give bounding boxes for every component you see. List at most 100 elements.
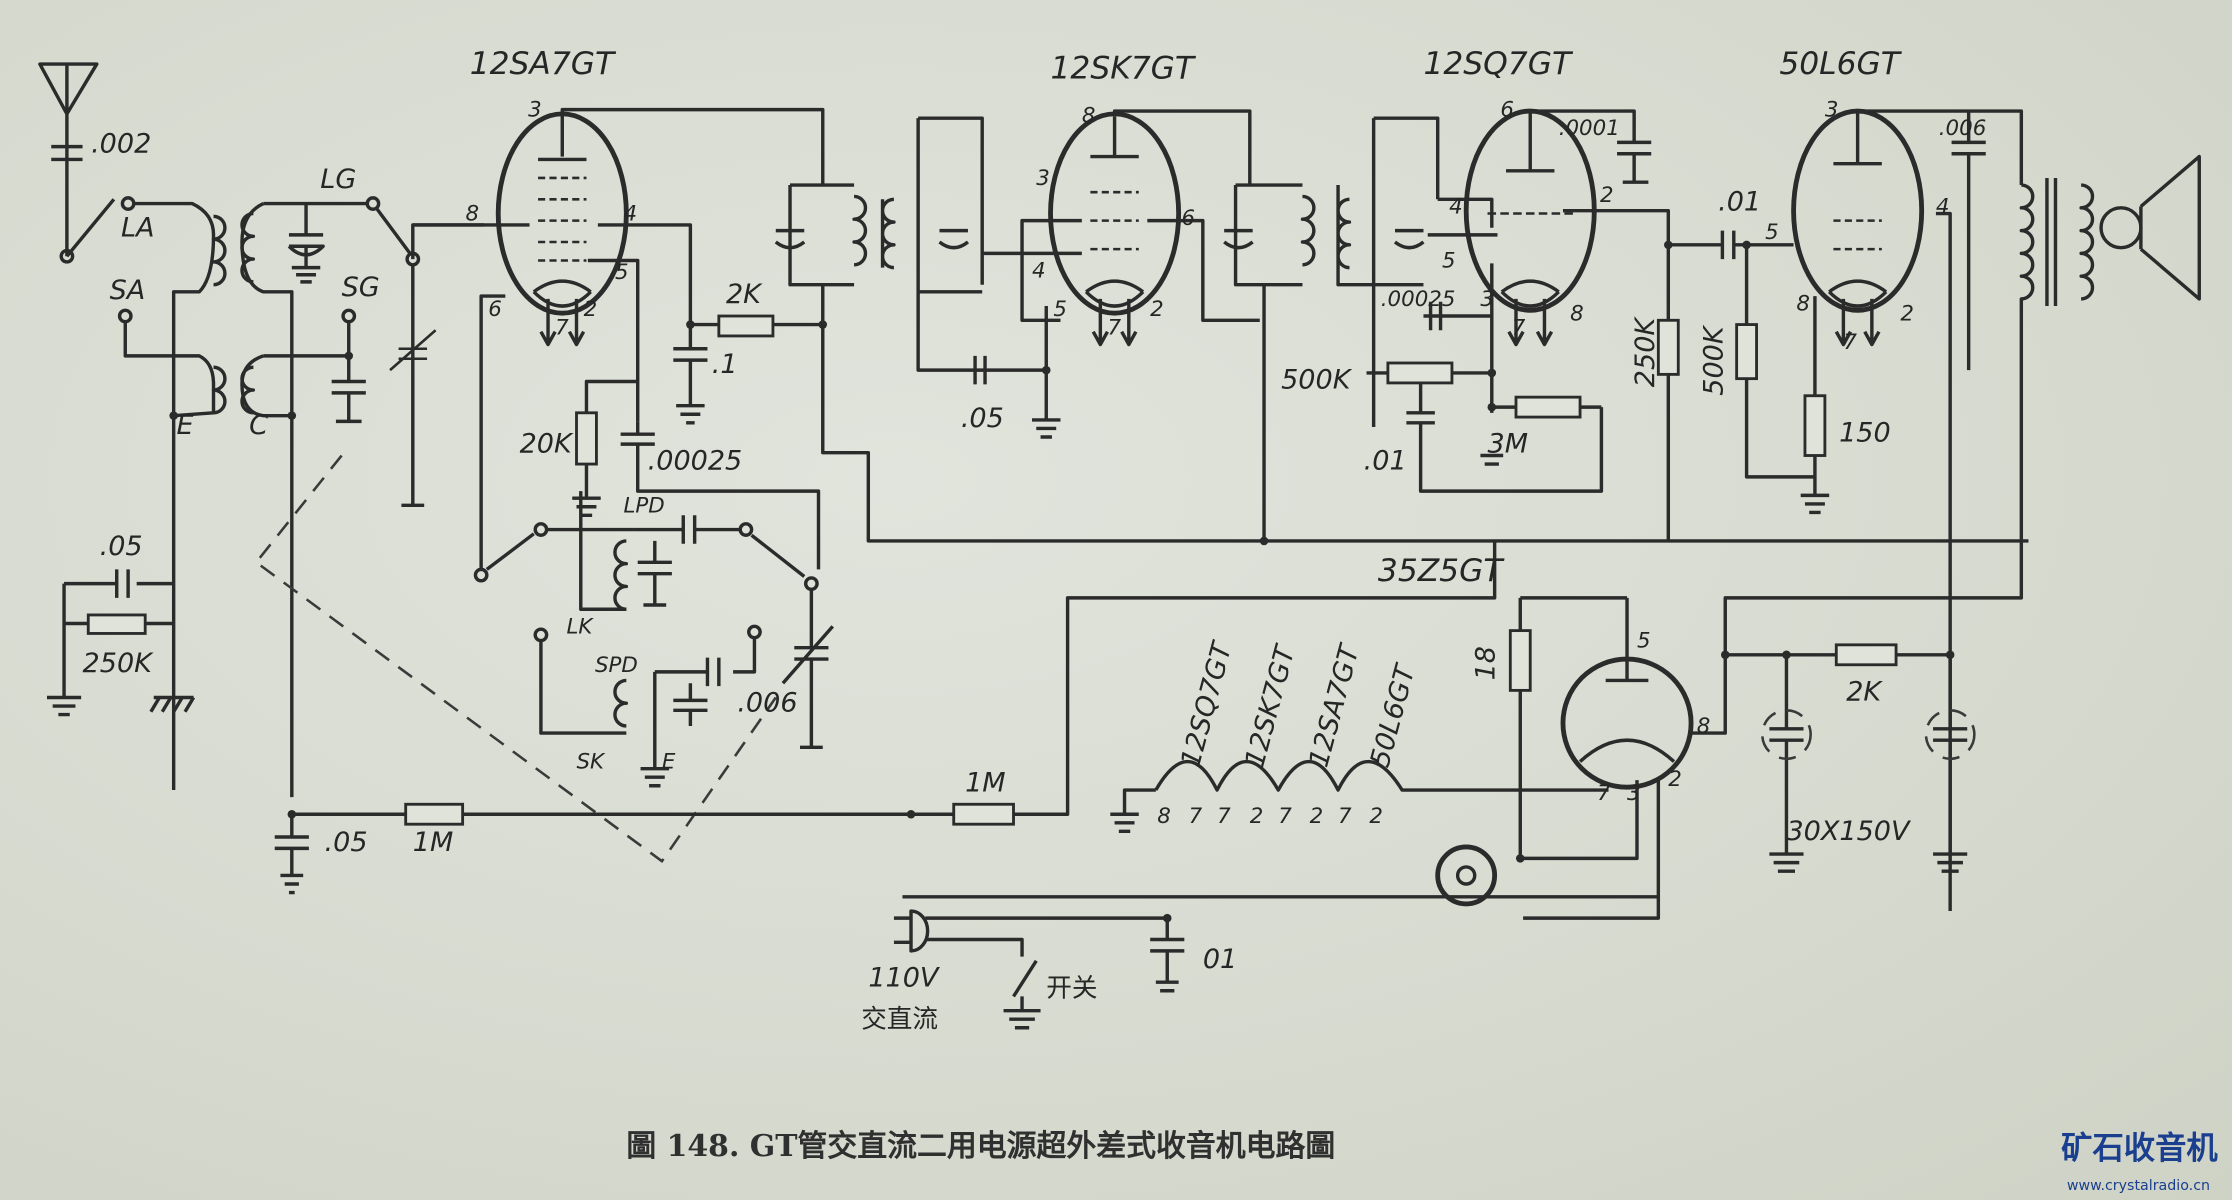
converter-tube-12sa7gt: [412, 107, 825, 570]
terminal-e-osc-label: E: [662, 750, 676, 775]
watermark-logo: 矿石收音机: [2061, 1130, 2218, 1167]
pin-label: 4: [623, 202, 637, 227]
switch-spd-label: SPD: [595, 653, 638, 678]
pin-label: 8: [1697, 714, 1711, 739]
pin-label: 7: [1107, 316, 1121, 341]
power-plug-switch: [893, 909, 1185, 1030]
tube-label-50l6gt: 50L6GT: [1779, 46, 1902, 82]
pin-label: 2: [1668, 767, 1682, 792]
output-tube-50l6gt: [1791, 108, 2024, 912]
switch-lg-label: LG: [320, 164, 356, 195]
line-cap-label: 01: [1203, 944, 1237, 975]
pin-label: 8: [1796, 291, 1810, 316]
detector-grid-res-label: 3M: [1488, 429, 1529, 460]
pin-label: 2: [1900, 301, 1914, 326]
watermark-url: www.crystalradio.cn: [2067, 1178, 2210, 1194]
figure-caption: 圖 148. GT管交直流二用电源超外差式收音机电路圖: [626, 1129, 1335, 1164]
acdc-label: 交直流: [861, 1005, 938, 1035]
bypass-cap-label: .1: [712, 349, 738, 380]
filter-network: [1760, 643, 1976, 873]
pin-label: 6: [488, 297, 502, 322]
pin-label: 7: [1843, 330, 1857, 355]
switch-sg-label: SG: [342, 272, 380, 303]
pin-label: 5: [1765, 220, 1779, 245]
rectifier-tube-35z5gt: [902, 596, 1730, 920]
heater-tube-label: 12SK7GT: [1239, 640, 1302, 770]
pin-label: 5: [1442, 249, 1456, 274]
if-amp-tube-12sk7gt: [973, 109, 1260, 439]
antenna-coil: [117, 201, 227, 791]
grid-cap-label: .00025: [648, 446, 743, 477]
pin-label: 2: [1150, 297, 1164, 322]
agc-line: [274, 540, 1497, 895]
filter-res-label: 2K: [1846, 676, 1883, 707]
heater-pin-label: 7: [1338, 804, 1352, 829]
pin-label: 8: [1082, 103, 1096, 128]
pin-label: 6: [1500, 98, 1514, 123]
pin-label: 3: [1627, 781, 1641, 806]
terminal-c-label: C: [249, 410, 268, 441]
cathode-res-label: 150: [1839, 417, 1891, 448]
heater-pin-label: 8: [1157, 804, 1171, 829]
pin-label: 2: [1600, 183, 1614, 208]
pin-label: 7: [1512, 316, 1526, 341]
heater-pin-label: 2: [1250, 804, 1264, 829]
output-transformer-speaker: [1723, 154, 2201, 657]
antenna-symbol: [38, 62, 136, 264]
voltage-label: 110V: [868, 962, 941, 993]
pin-label: 3: [528, 98, 542, 123]
plate-res-label: 2K: [726, 279, 763, 310]
heater-pin-label: 7: [1189, 804, 1203, 829]
detector-coupling-cap-label: .01: [1364, 446, 1407, 477]
if-transformer-2: [1223, 116, 1440, 546]
antenna-rc-res-label: 250K: [83, 648, 155, 679]
pin-label: 5: [615, 260, 629, 285]
switch-lk-label: LK: [567, 614, 595, 639]
tube-label-35z5gt: 35Z5GT: [1378, 553, 1505, 589]
if-transformer-1: [774, 116, 1082, 372]
filter-caps-label: 30X150V: [1786, 816, 1912, 847]
pin-label: 8: [465, 202, 479, 227]
heater-tube-label: 12SQ7GT: [1175, 637, 1239, 771]
heater-pin-label: 2: [1369, 804, 1383, 829]
oscillator-coil-switch: [473, 491, 835, 788]
antenna-rc-cap-label: .05: [100, 531, 143, 562]
cathode-cap-label: .05: [961, 403, 1004, 434]
pin-label: 6: [1181, 206, 1195, 231]
switch-la-label: LA: [121, 212, 155, 243]
switch-lpd-label: LPD: [623, 493, 664, 518]
pin-label: 7: [1597, 781, 1611, 806]
pilot-res-label: 18: [1471, 646, 1502, 680]
heater-chain: [1110, 760, 1609, 834]
tube-label-12sa7gt: 12SA7GT: [470, 46, 617, 82]
heater-pin-label: 2: [1310, 804, 1324, 829]
output-grid-res-label: 500K: [1698, 324, 1729, 396]
pin-label: 3: [1480, 287, 1494, 312]
agc-cap-label: .05: [325, 827, 368, 858]
pin-label: 3: [1036, 166, 1050, 191]
pilot-lamp: [1435, 844, 1498, 907]
heater-pin-label: 7: [1217, 804, 1231, 829]
padder-cap-label: .006: [737, 688, 797, 719]
rf-coil-gang: [240, 196, 484, 798]
volume-control-label: 500K: [1281, 365, 1353, 396]
output-coupling-cap-label: .01: [1718, 187, 1761, 218]
pin-label: 4: [1032, 259, 1046, 284]
tube-label-12sq7gt: 12SQ7GT: [1423, 46, 1573, 82]
grid-res-label: 20K: [520, 429, 574, 460]
pin-label: 3: [1825, 98, 1839, 123]
terminal-e-label: E: [177, 410, 195, 441]
agc-res-2-label: 1M: [965, 767, 1006, 798]
detector-tube-12sq7gt: [1366, 108, 1671, 541]
pin-label: 5: [1637, 629, 1651, 654]
switch-sk-label: SK: [577, 750, 607, 775]
converter-plate-circuit: [572, 314, 2029, 570]
pin-label: 5: [1053, 297, 1067, 322]
heater-tube-label: 50L6GT: [1365, 660, 1423, 771]
antenna-rc-network: [46, 569, 196, 717]
pin-label: 2: [584, 297, 598, 322]
switch-label: 开关: [1046, 973, 1097, 1003]
pin-label: 4: [1449, 195, 1463, 220]
